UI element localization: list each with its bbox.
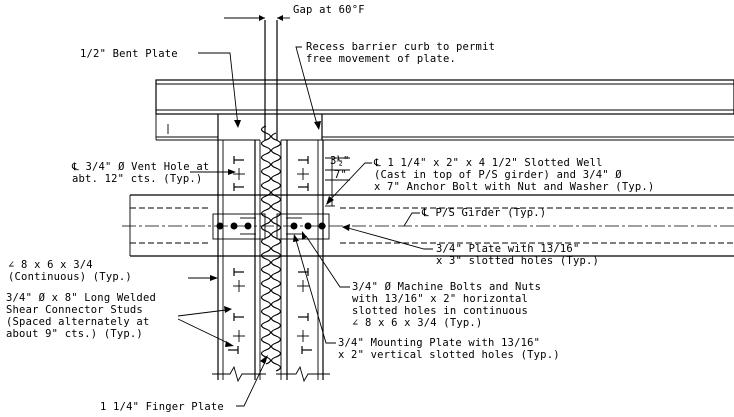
mounting-plate-label-1: 3/4" Mounting Plate with 13/16" bbox=[338, 337, 540, 349]
finger-plate-label: 1 1/4" Finger Plate bbox=[100, 401, 224, 413]
stud bbox=[298, 313, 309, 321]
stud bbox=[298, 183, 309, 191]
bolt bbox=[216, 222, 224, 230]
angle-label-1: ∠ 8 x 6 x 3/4 bbox=[8, 259, 93, 271]
dim-7: 7" bbox=[334, 169, 347, 181]
recess-label-1: Recess barrier curb to permit bbox=[306, 41, 495, 53]
vent-hole bbox=[297, 280, 309, 292]
studs-label-3: (Spaced alternately at bbox=[6, 316, 149, 328]
bolts bbox=[216, 217, 326, 235]
ps-girder bbox=[122, 194, 734, 257]
annotations: Gap at 60°F 1/2" Bent Plate Recess barri… bbox=[6, 4, 654, 413]
stud bbox=[301, 346, 312, 354]
bolt bbox=[230, 222, 238, 230]
vent-hole bbox=[233, 330, 245, 342]
mounting-plate-label-2: x 2" vertical slotted holes (Typ.) bbox=[338, 349, 560, 361]
bent-plate-label: 1/2" Bent Plate bbox=[80, 48, 178, 60]
bolt bbox=[290, 222, 298, 230]
bolts-label-3: slotted holes in continuous bbox=[352, 305, 528, 317]
deck-slab bbox=[155, 79, 734, 141]
bolts-label-1: 3/4" Ø Machine Bolts and Nuts bbox=[352, 281, 541, 293]
vent-label-2: abt. 12" cts. (Typ.) bbox=[72, 173, 202, 185]
slotted-well-label-3: x 7" Anchor Bolt with Nut and Washer (Ty… bbox=[374, 181, 654, 193]
vent-hole bbox=[297, 330, 309, 342]
slotted-well-label-1: ℄ 1 1/4" x 2" x 4 1/2" Slotted Well bbox=[373, 157, 603, 169]
break-lines bbox=[212, 365, 330, 383]
studs-label-1: 3/4" Ø x 8" Long Welded bbox=[6, 292, 156, 304]
recess-label-2: free movement of plate. bbox=[306, 53, 456, 65]
bolt bbox=[318, 222, 326, 230]
stud bbox=[233, 183, 244, 191]
stud bbox=[233, 313, 244, 321]
studs-label-4: about 9" cts.) (Typ.) bbox=[6, 328, 143, 340]
bolts-label-2: with 13/16" x 2" horizontal bbox=[352, 293, 528, 305]
vent-holes bbox=[233, 168, 309, 342]
slotted-well-label-2: (Cast in top of P/S girder) and 3/4" Ø bbox=[374, 169, 622, 181]
bolts-label-4: ∠ 8 x 6 x 3/4 (Typ.) bbox=[352, 317, 482, 329]
leaders bbox=[177, 15, 433, 407]
gap-label: Gap at 60°F bbox=[293, 4, 365, 16]
stud bbox=[233, 156, 244, 164]
plate-label-1: 3/4" Plate with 13/16" bbox=[436, 243, 579, 255]
finger-plate bbox=[260, 125, 282, 372]
plate-label-2: x 3" slotted holes (Typ.) bbox=[436, 255, 599, 267]
vent-hole bbox=[233, 280, 245, 292]
studs-label-2: Shear Connector Studs bbox=[6, 304, 143, 316]
stud bbox=[233, 268, 244, 276]
angle-label-2: (Continuous) (Typ.) bbox=[8, 271, 132, 283]
vent-hole bbox=[233, 168, 245, 180]
ps-girder-label: ℄ P/S Girder (Typ.) bbox=[421, 207, 546, 219]
shear-studs bbox=[228, 156, 312, 354]
vent-label-1: ℄ 3/4" Ø Vent Hole at bbox=[71, 161, 209, 173]
stud bbox=[298, 268, 309, 276]
bolt bbox=[304, 222, 312, 230]
bent-plate-gap bbox=[264, 20, 278, 140]
bolt bbox=[244, 222, 252, 230]
angle-left bbox=[212, 139, 266, 380]
dim-3half: 3½" bbox=[330, 155, 350, 167]
stud bbox=[228, 346, 239, 354]
stud bbox=[298, 156, 309, 164]
vent-hole bbox=[297, 168, 309, 180]
